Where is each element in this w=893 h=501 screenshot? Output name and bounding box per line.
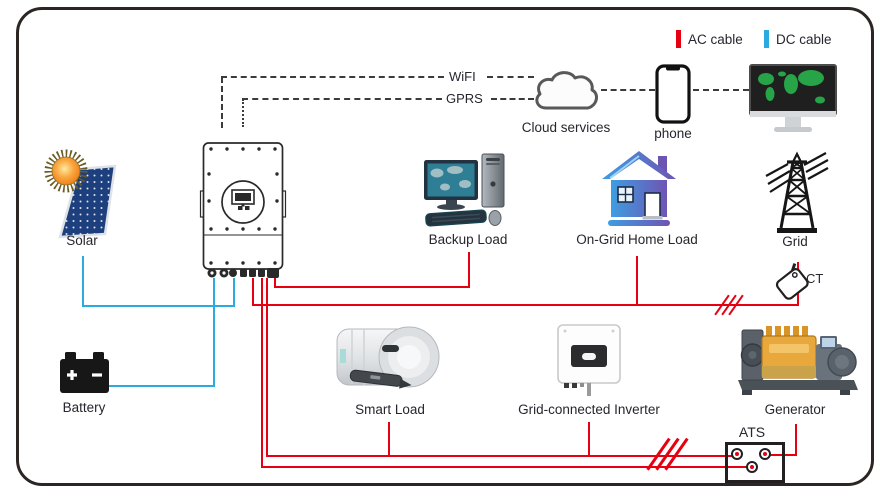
ac-wire-backup bbox=[468, 252, 470, 288]
solar-panel-icon bbox=[44, 149, 117, 239]
sun-rays bbox=[44, 149, 88, 193]
gc-inverter-label: Grid-connected Inverter bbox=[518, 402, 660, 417]
solar-label: Solar bbox=[66, 233, 98, 248]
phone-icon bbox=[655, 64, 691, 124]
dc-cable-legend-label: DC cable bbox=[776, 32, 832, 47]
home-load-icon bbox=[602, 151, 676, 226]
ac-wire-bus-lower bbox=[261, 466, 752, 468]
inverter-icon bbox=[199, 142, 287, 278]
generator-icon bbox=[738, 326, 858, 395]
backup-load-icon bbox=[424, 153, 505, 227]
backup-load-label: Backup Load bbox=[428, 232, 508, 247]
smart-load-label: Smart Load bbox=[355, 402, 425, 417]
sun-icon bbox=[51, 156, 81, 186]
cloud-to-phone-dashed-line bbox=[601, 89, 655, 91]
ac-wire-grid bbox=[252, 278, 254, 306]
wifi-dashed-line bbox=[221, 77, 223, 128]
cloud-icon bbox=[535, 71, 598, 110]
battery-icon bbox=[60, 352, 109, 393]
gprs-dotted-line bbox=[242, 99, 244, 127]
ac-wire-smart-load-drop bbox=[388, 422, 390, 456]
dc-wire-battery-horizontal bbox=[107, 385, 214, 387]
phone-label: phone bbox=[654, 126, 692, 141]
ac-wire-bus-outer bbox=[261, 278, 263, 468]
wifi-dashed-line bbox=[221, 76, 444, 78]
dc-wire-solar-to-inverter bbox=[233, 278, 235, 307]
home-load-label: On-Grid Home Load bbox=[576, 232, 698, 247]
ats-label: ATS bbox=[738, 424, 766, 440]
wifi-dashed-line bbox=[487, 76, 534, 78]
ats-terminal bbox=[731, 448, 743, 460]
ats-terminal bbox=[746, 461, 758, 473]
generator-label: Generator bbox=[764, 402, 826, 417]
ac-wire-generator bbox=[795, 424, 797, 456]
monitor-icon bbox=[749, 64, 837, 132]
dc-cable-legend-swatch bbox=[764, 30, 769, 48]
battery-label: Battery bbox=[62, 400, 106, 415]
ac-cable-legend-swatch bbox=[676, 30, 681, 48]
wifi-label: WiFI bbox=[449, 69, 476, 84]
ac-wire-bus-upper bbox=[266, 455, 739, 457]
ac-wire-gc-inverter-drop bbox=[588, 422, 590, 456]
diagram-border bbox=[16, 7, 874, 486]
gprs-dashed-line bbox=[242, 98, 442, 100]
ct-sensor-icon bbox=[775, 263, 809, 300]
smart-load-icon bbox=[336, 326, 440, 389]
dc-wire-battery-to-inverter bbox=[213, 278, 215, 387]
grid-label: Grid bbox=[782, 234, 808, 249]
pv-panel bbox=[58, 164, 117, 239]
inverter-bottom-connectors bbox=[207, 268, 279, 278]
cloud-services-label: Cloud services bbox=[521, 120, 611, 135]
gc-inverter-icon bbox=[557, 324, 621, 396]
ac-wire-backup bbox=[274, 286, 470, 288]
ats-box bbox=[725, 442, 785, 483]
ac-cable-legend-label: AC cable bbox=[688, 32, 743, 47]
gprs-dashed-line bbox=[491, 98, 534, 100]
grid-tower-icon bbox=[765, 151, 829, 233]
gprs-label: GPRS bbox=[446, 91, 483, 106]
ac-wire-home-load bbox=[636, 256, 638, 306]
ac-wire-grid bbox=[252, 304, 799, 306]
dc-wire-solar-horizontal bbox=[82, 305, 235, 307]
ct-label: CT bbox=[806, 271, 824, 286]
ac-wire-backup bbox=[274, 278, 276, 288]
dc-wire-solar-down bbox=[82, 256, 84, 307]
ac-wire-bus-inner bbox=[266, 278, 268, 457]
phone-to-monitor-dashed-line bbox=[693, 89, 749, 91]
ats-terminal bbox=[759, 448, 771, 460]
